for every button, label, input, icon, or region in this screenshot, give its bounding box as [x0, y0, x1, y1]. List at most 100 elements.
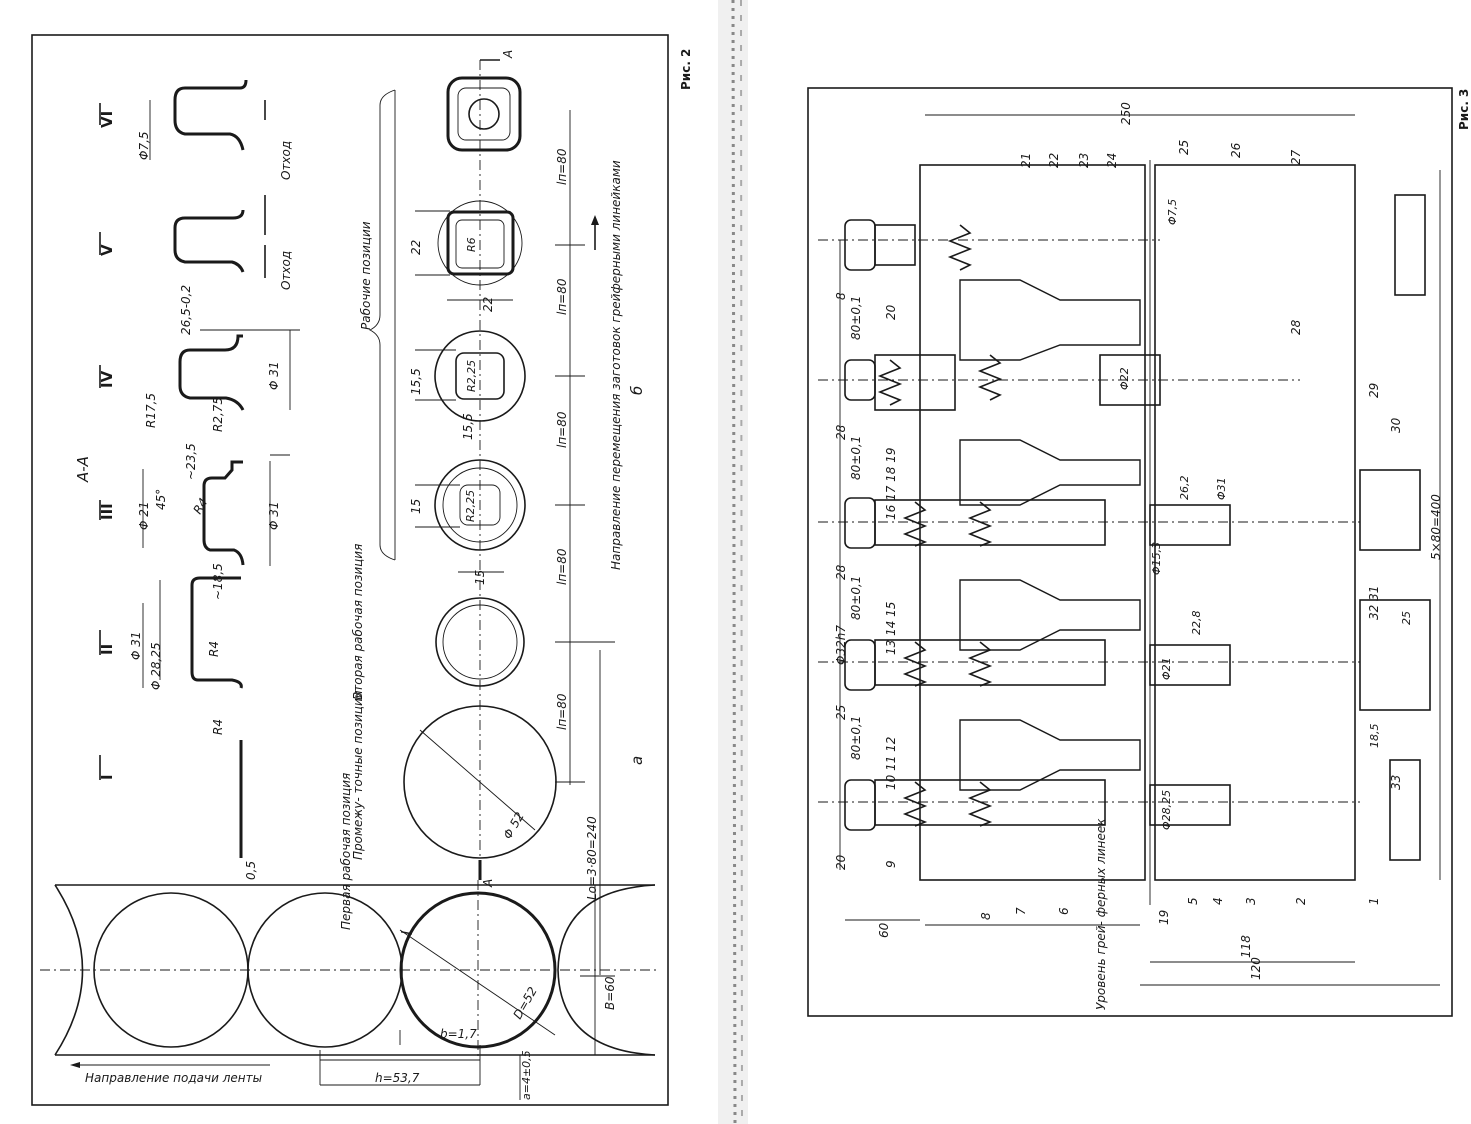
dim-pitch-1: lп=80: [555, 148, 569, 185]
dim-pitch-5: lп=80: [555, 693, 569, 730]
stage-iv-profile: [178, 334, 245, 411]
dim-pos-phi52: Φ 52: [500, 810, 526, 842]
part-24: 24: [1105, 153, 1119, 168]
strip-layout: [40, 880, 660, 1100]
dim-r4-b: R4: [211, 719, 225, 735]
dim-phi-21: Φ 21: [137, 501, 151, 530]
right-sheet-figure-3: 1 2 3 4 5 6 7 8 9 10 11 12 13 14 15 16 1…: [807, 87, 1471, 1017]
dim-phi31: Φ31: [1215, 477, 1228, 500]
strip-dim-b60: B=60: [603, 976, 617, 1010]
part-group-16-19: 16 17 18 19: [884, 447, 898, 520]
assembly-dimension-labels: 250 5×80=400 118 120 60 19 80±0,1 80±0,1…: [834, 89, 1471, 1010]
punch-spring-assemblies: [818, 219, 1360, 831]
intermediate-position-label: Промежу- точные позиции: [351, 690, 365, 860]
dim-thickness: 0,5: [244, 861, 258, 880]
part-27: 27: [1289, 149, 1303, 165]
part-33: 33: [1389, 775, 1403, 790]
dim-120: 120: [1249, 957, 1263, 980]
first-position-label: Первая рабочая позиция: [339, 773, 353, 930]
dim-18-5: 18,5: [1368, 724, 1381, 749]
section-mark-a-top: А: [501, 50, 515, 59]
dim-20: 20: [834, 854, 848, 870]
dim-pos-22a: 22: [409, 240, 423, 255]
cut-label-1: Отход: [279, 141, 293, 180]
dim-depth-23-5: ~23,5: [184, 443, 198, 480]
profile-labels: I II III IV V VI А-А Отход Отход 0,5 Φ 2…: [74, 111, 293, 880]
cut-label-2: Отход: [279, 251, 293, 290]
dim-60: 60: [877, 922, 891, 938]
position-labels: 22 22 R6 15,5 15,5 R2,25 15 15 R2,25 Φ 5…: [339, 49, 693, 930]
part-20: 20: [884, 304, 898, 320]
dim-19: 19: [1157, 910, 1171, 925]
part-26: 26: [1229, 142, 1243, 158]
part-7: 7: [1014, 907, 1028, 915]
stage-vi-profile: [173, 79, 248, 151]
stage-ii-profile: [190, 576, 243, 689]
dim-pos-15-5b: 15,5: [461, 413, 475, 440]
position-vi-shape: [446, 76, 522, 152]
dim-250: 250: [1119, 102, 1133, 125]
part-30: 30: [1389, 417, 1403, 433]
dim-118: 118: [1239, 935, 1253, 958]
dim-r25: 25: [1400, 611, 1413, 625]
dim-pos-15a: 15: [409, 499, 423, 514]
dim-phi-31-c: Φ 31: [267, 361, 281, 390]
dim-pos-15-5a: 15,5: [409, 368, 423, 395]
part-23: 23: [1077, 153, 1091, 168]
dim-phi32h7: Φ32h7: [834, 625, 848, 665]
part-8: 8: [979, 912, 993, 920]
figure-label-2: Рис. 2: [679, 49, 693, 90]
dim-80-c: 80±0,1: [849, 576, 863, 620]
subfigure-a: а: [628, 756, 646, 765]
stage-numeral-i: I: [98, 774, 116, 780]
part-2: 2: [1294, 897, 1308, 905]
section-label-aa: А-А: [74, 456, 92, 483]
dim-pitch-2: lп=80: [555, 278, 569, 315]
dim-phi7-5: Φ7,5: [1166, 199, 1179, 225]
dim-depth-18-5: ~18,5: [211, 563, 225, 600]
strip-labels: I D=52 B=60 b=1,7 h=53,7 a=4±0,5 Направл…: [85, 930, 617, 1100]
part-3: 3: [1244, 897, 1258, 905]
strip-dim-h537: h=53,7: [375, 1071, 420, 1085]
figure-label-3: Рис. 3: [1457, 89, 1471, 130]
dim-phi28-25: Φ28,25: [1160, 790, 1173, 830]
dim-pitch-3: lп=80: [555, 411, 569, 448]
part-29: 29: [1367, 383, 1381, 398]
part-6: 6: [1057, 907, 1071, 915]
dim-pos-15b: 15: [473, 570, 487, 585]
dim-25: 25: [834, 705, 848, 720]
dim-22-8: 22,8: [1190, 611, 1203, 636]
part-group-31-32: 32 31: [1367, 586, 1381, 620]
part-1: 1: [1367, 897, 1381, 905]
dim-phi21: Φ21: [1160, 657, 1173, 680]
dim-80-b: 80±0,1: [849, 436, 863, 480]
strip-feed-label: Направление подачи ленты: [85, 1071, 262, 1085]
dim-26-2: 26,2: [1178, 476, 1191, 501]
profile-stages: [99, 79, 300, 858]
left-sheet-figure-2: I II III IV V VI А-А Отход Отход 0,5 Φ 2…: [31, 34, 693, 1106]
work-positions-label: Рабочие позиции: [359, 221, 373, 330]
dim-l0: Lо=3·80=240: [585, 816, 599, 900]
part-number-labels: 1 2 3 4 5 6 7 8 9 10 11 12 13 14 15 16 1…: [884, 140, 1403, 920]
working-positions: [368, 59, 615, 977]
stage-numeral-iv: IV: [98, 370, 116, 388]
part-9: 9: [884, 860, 898, 868]
dim-pos-22b: 22: [481, 297, 495, 312]
dim-phi-7-5: Φ7,5: [137, 131, 151, 160]
dim-pos-r6: R6: [465, 237, 478, 252]
part-28: 28: [1289, 319, 1303, 335]
stage-v-profile: [173, 209, 245, 273]
dim-28-a: 28: [834, 424, 848, 440]
dim-phi-31-b: Φ 31: [267, 501, 281, 530]
strip-dim-b17: b=1,7: [440, 1027, 477, 1041]
dim-80-d: 80±0,1: [849, 716, 863, 760]
dim-pitch-4: lп=80: [555, 548, 569, 585]
dim-r4-a: R4: [207, 641, 221, 657]
die-assembly-section: [818, 114, 1441, 986]
dim-phi15-3: Φ15,3: [1150, 542, 1163, 575]
stage-numeral-iii: III: [98, 503, 116, 520]
dim-pos-r2-25b: R2,25: [464, 490, 477, 522]
section-mark-a-bottom: А: [481, 879, 495, 888]
dim-depth-26-5: 26,5-0,2: [179, 285, 193, 335]
